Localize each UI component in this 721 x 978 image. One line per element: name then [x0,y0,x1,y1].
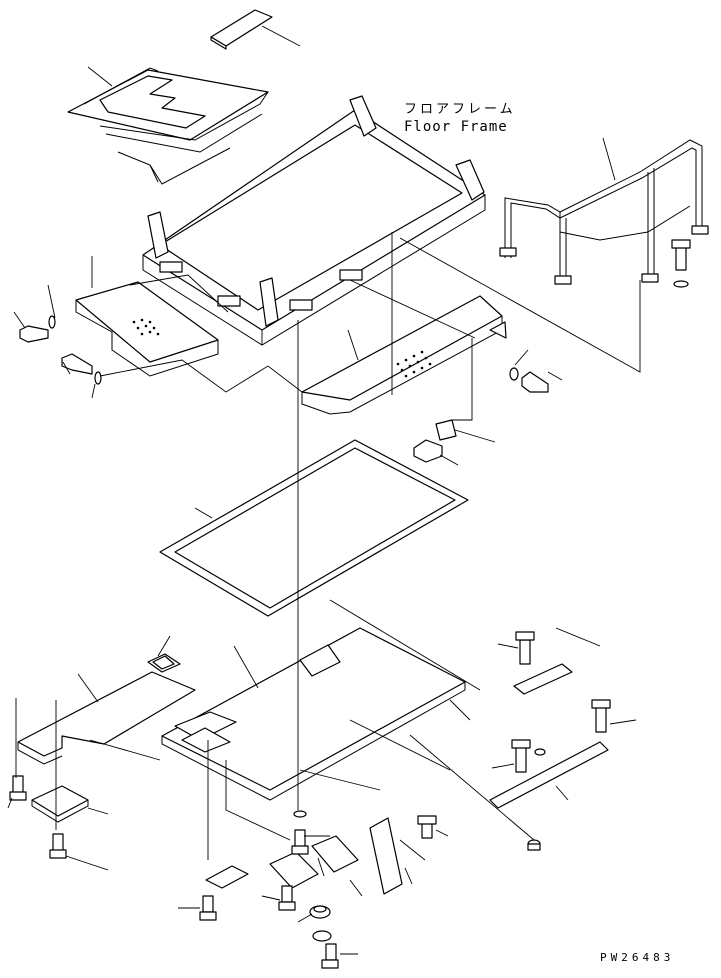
bracket-lower-center [205,865,249,889]
bolt-lower-left-1 [9,775,27,801]
cap-right [527,839,541,851]
bolt-handrail [671,239,691,288]
title-japanese: フロアフレーム [404,102,516,117]
grommet [309,905,332,942]
bracket-lower-left [31,785,89,823]
handrail [499,137,709,285]
leader-lines [7,232,641,955]
cover-plate-small [210,9,301,50]
bolt-right-3 [511,739,546,773]
step-plate-right [301,295,507,415]
floor-plate [161,627,466,801]
bolt-lower-left-2 [49,833,67,859]
bracket-lower-mid [269,835,359,889]
floor-frame [142,95,486,346]
cover-plate-left [17,671,196,765]
drawing-number: PW26483 [600,951,675,964]
bolt-bottom [321,943,339,969]
bracket-right-lower [369,817,403,895]
seal-square [147,653,181,673]
bolt-right-step [509,367,549,393]
bolt-left-upper [19,315,56,343]
bolt-lower-center [199,895,217,921]
bolt-left-lower [61,353,102,385]
gasket [159,439,469,617]
bolt-right-2 [591,699,611,733]
step-plate-left [75,281,219,377]
cover-plate-right-b [489,741,609,809]
bolt-bracket-right [417,815,437,839]
bolt-right-1 [515,631,535,665]
floor-mat [67,66,269,185]
title-english: Floor Frame [404,119,508,135]
bolt-vertical-center [291,810,309,855]
cover-plate-right-a [513,663,573,695]
bracket-bolt [413,419,457,463]
bolt-lower-mid [278,885,296,911]
